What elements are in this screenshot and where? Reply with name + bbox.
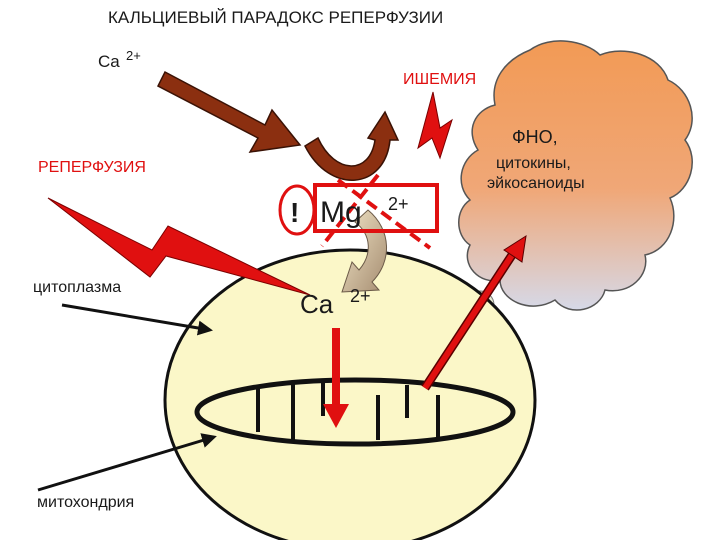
lightning-bolt-icon <box>417 91 453 160</box>
red-arrow-down <box>323 328 349 428</box>
mg-cross-out <box>320 173 432 250</box>
ca-cell-label: Ca <box>300 289 334 319</box>
reperfusion-label: РЕПЕРФУЗИЯ <box>38 159 146 176</box>
mg-charge: 2+ <box>388 194 409 214</box>
cloud-text-eicosanoids: эйкосаноиды <box>487 175 585 192</box>
exclamation-mark: ! <box>290 197 299 228</box>
lightning-bolt-icon <box>47 197 311 296</box>
ischemia-label: ИШЕМИЯ <box>403 71 476 88</box>
mitochondria-pointer-arrow <box>37 433 217 492</box>
red-arrow-up <box>421 234 527 391</box>
ca-top-charge: 2+ <box>126 48 141 63</box>
brown-u-turn-arrow-icon <box>304 110 400 181</box>
ca-cell-charge: 2+ <box>350 286 371 306</box>
cloud-text-tnf: ФНО, <box>512 127 558 147</box>
mitochondria-label: митохондрия <box>37 494 134 511</box>
cell-cytoplasm <box>163 248 537 540</box>
cytoplasm-label: цитоплазма <box>33 279 121 296</box>
cloud-text-cytokines: цитокины, <box>496 155 571 172</box>
mg-label: Mg <box>320 196 362 229</box>
page-title: КАЛЬЦИЕВЫЙ ПАРАДОКС РЕПЕРФУЗИИ <box>108 8 443 27</box>
ca-top-label: Ca <box>98 52 120 71</box>
brown-arrow-icon <box>156 70 302 153</box>
mitochondrion <box>194 377 516 447</box>
cytoplasm-pointer-arrow <box>61 303 213 336</box>
exclamation-circle <box>278 184 316 236</box>
